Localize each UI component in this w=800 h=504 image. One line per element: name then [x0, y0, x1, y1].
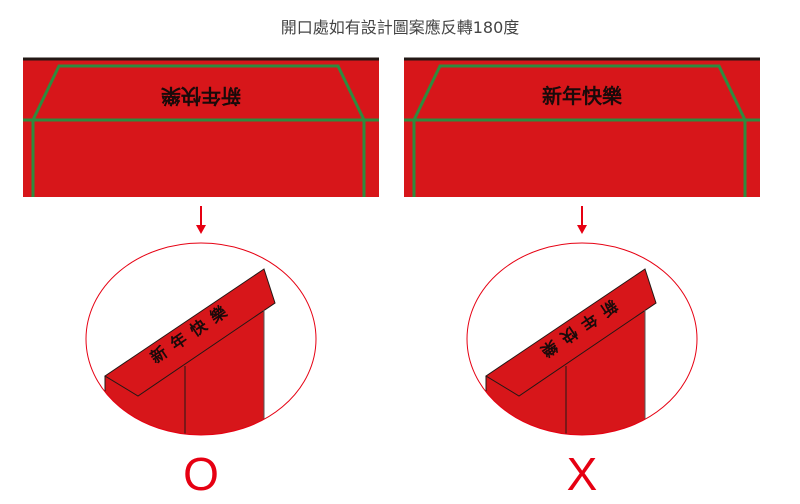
flap-text: 新年快樂 — [542, 84, 623, 108]
closeup-correct: 新年快樂 — [85, 242, 317, 436]
page-title: 開口處如有設計圖案應反轉180度 — [281, 18, 520, 37]
closeup-wrong: 新年快樂 — [466, 242, 698, 436]
flat-envelope-wrong: 新年快樂 — [404, 57, 760, 197]
flat-envelope-correct: 新年快樂 — [23, 57, 379, 197]
arrow-down-icon — [577, 206, 587, 234]
arrow-down-icon — [196, 206, 206, 234]
result-wrong: X — [567, 448, 598, 500]
result-correct: O — [183, 448, 219, 500]
flap-text: 新年快樂 — [160, 84, 241, 108]
